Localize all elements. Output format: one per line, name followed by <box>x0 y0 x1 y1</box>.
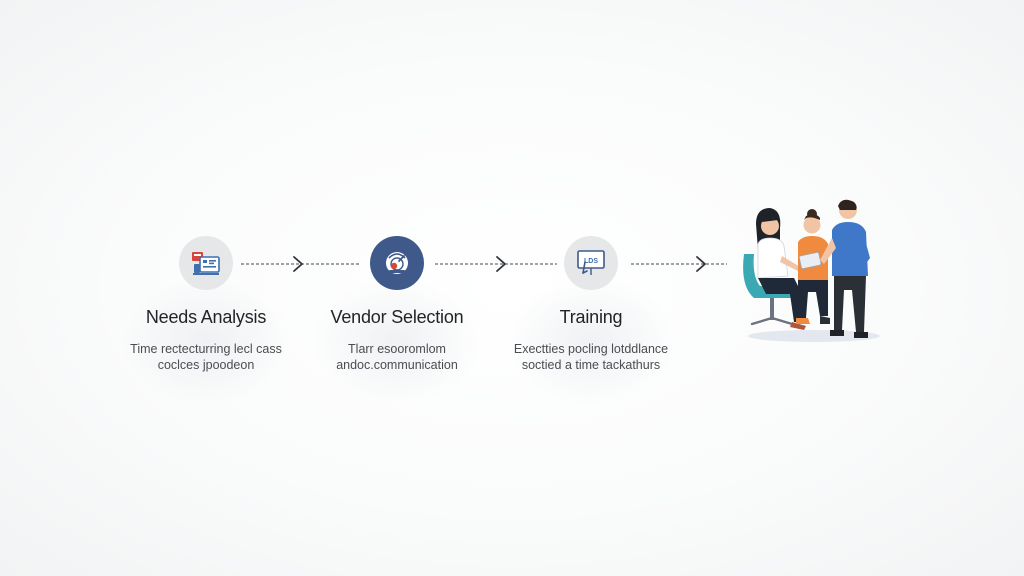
step-glow <box>121 276 291 406</box>
step-description-line: coclces jpoodeon <box>157 358 255 372</box>
step-description: Time rectecturring lecl cass coclces jpo… <box>111 341 301 373</box>
presentation-board-icon: LDS <box>564 236 618 290</box>
team-collaboration-illustration <box>736 194 882 346</box>
step-title: Training <box>559 307 623 327</box>
step-description-line: Exectties pocling lotddlance <box>513 342 669 356</box>
connector-arrow <box>435 256 559 272</box>
step-description-line: soctied a time tackathurs <box>521 358 661 372</box>
step-glow <box>506 276 676 406</box>
step-description: Exectties pocling lotddlance soctied a t… <box>496 341 686 373</box>
presentation-board-label: LDS <box>584 258 598 265</box>
step-training: LDS Training Exectties pocling lotddlanc… <box>496 236 686 406</box>
step-description-line: andoc.communication <box>336 358 458 372</box>
step-title: Needs Analysis <box>145 307 267 327</box>
step-vendor-selection: Vendor Selection Tlarr esooromlom andoc.… <box>302 236 492 406</box>
step-description: Tlarr esooromlom andoc.communication <box>302 341 492 373</box>
connector-arrow <box>241 256 361 272</box>
step-title: Vendor Selection <box>330 307 464 327</box>
step-description-line: Tlarr esooromlom <box>348 342 446 356</box>
checklist-board-icon <box>179 236 233 290</box>
step-glow <box>312 276 482 406</box>
step-description-line: Time rectecturring lecl cass <box>130 342 282 356</box>
connector-arrow <box>631 256 731 272</box>
target-selection-icon <box>370 236 424 290</box>
step-needs-analysis: Needs Analysis Time rectecturring lecl c… <box>111 236 301 406</box>
